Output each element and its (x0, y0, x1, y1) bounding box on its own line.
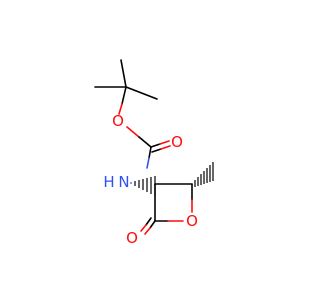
oxetanone-ring (154, 183, 193, 222)
atom-o-ring: O (186, 212, 198, 230)
bond-carbonyl-c-n (146, 146, 152, 169)
atom-o-ester: O (112, 112, 124, 130)
bond-n-c3-hashed (130, 176, 156, 196)
atom-n-amide: N (118, 173, 129, 191)
molecule-canvas: O O N H O O (94, 59, 214, 247)
atom-o-lactone: O (126, 229, 138, 247)
bond-tbu-c-me2 (125, 86, 158, 100)
bond-tbu-c-me3 (120, 59, 127, 88)
atom-o-carbonyl: O (171, 133, 183, 151)
bond-o-ester-carbonyl-c (126, 126, 152, 148)
bond-carbonyl-double (150, 140, 171, 153)
bond-lactone-carbonyl-double (140, 217, 156, 235)
structure-diagram: O O N H O O (94, 59, 214, 247)
bond-c4-methyl-hashed (194, 162, 214, 187)
atom-h-amide: H (103, 173, 114, 191)
bond-tbu-o-ester (118, 86, 127, 115)
tert-butyl-group (94, 59, 158, 100)
